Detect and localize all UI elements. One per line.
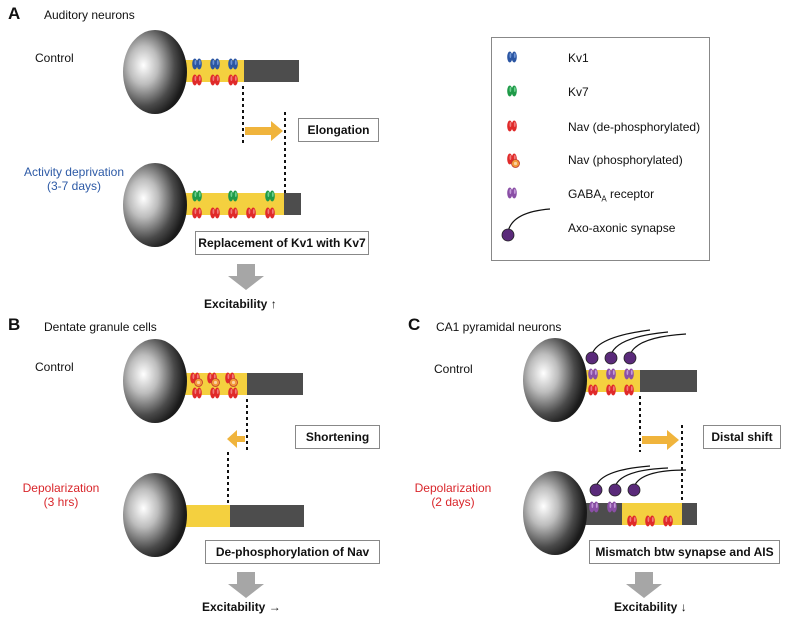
axon-b-depol (228, 505, 304, 527)
excitability-label-c: Excitability ↓ (614, 600, 687, 614)
control-label-b: Control (35, 360, 74, 374)
excitability-label-a: Excitability ↑ (204, 297, 277, 311)
condition-line-1: Depolarization (414, 481, 492, 495)
axon-a-control (240, 60, 299, 82)
panel-a-letter: A (8, 4, 21, 23)
mechanism-box-a: Replacement of Kv1 with Kv7 (195, 231, 369, 255)
axon-b-control (245, 373, 303, 395)
soma-c-control (523, 338, 587, 422)
ais-a-deprived (182, 193, 284, 215)
legend-kv7: Kv7 (568, 85, 589, 99)
excitability-arrow-a (228, 264, 264, 290)
excitability-arrow-c (626, 572, 662, 598)
mechanism-box-b: De-phosphorylation of Nav (205, 540, 380, 564)
condition-line-2: (2 days) (431, 495, 475, 509)
synapse-bouton-icon (501, 228, 515, 242)
elongation-arrow (245, 121, 283, 141)
shortening-box: Shortening (295, 425, 380, 449)
ais-b-depol (182, 505, 230, 527)
soma-a-deprived (123, 163, 187, 247)
synapse-bouton (585, 351, 599, 365)
depolarization-label-c: Depolarization (2 days) (410, 481, 496, 509)
axo-axonic-synapse (633, 469, 687, 488)
panel-b-letter: B (8, 315, 21, 334)
mechanism-box-c: Mismatch btw synapse and AIS (589, 540, 780, 564)
gaba-text: GABA (568, 187, 602, 201)
gaba-suffix: receptor (606, 187, 655, 201)
soma-c-depol (523, 471, 587, 555)
legend-synapse: Axo-axonic synapse (568, 221, 676, 235)
soma-b-control (123, 339, 187, 423)
excitability-label-b: Excitability → (202, 600, 281, 614)
axon-c-control (638, 370, 697, 392)
excitability-arrow-b (228, 572, 264, 598)
legend-kv1: Kv1 (568, 51, 589, 65)
control-neuron-a (123, 30, 299, 114)
axon-a-deprived (282, 193, 301, 215)
panel-b (123, 339, 304, 598)
axon-c-depol-distal (680, 503, 697, 525)
synapse-bouton (589, 483, 603, 497)
depolarized-neuron-c (523, 465, 697, 555)
panel-c-title: CA1 pyramidal neurons (436, 320, 562, 334)
panel-b-title: Dentate granule cells (44, 320, 157, 334)
depolarization-label-b: Depolarization (3 hrs) (18, 481, 104, 509)
distal-shift-box: Distal shift (703, 425, 781, 449)
condition-line-1: Activity deprivation (23, 165, 125, 179)
elongation-box: Elongation (298, 118, 379, 142)
axo-axonic-synapse (591, 329, 651, 356)
legend-nav-dephos: Nav (de-phosphorylated) (568, 120, 701, 134)
soma-b-depol (123, 473, 187, 557)
synapse-bouton (608, 483, 622, 497)
control-label-a: Control (35, 51, 74, 65)
gaba-subscript: A (601, 194, 607, 204)
depolarized-neuron-b (123, 473, 304, 557)
synapse-bouton (627, 483, 641, 497)
legend-nav-phos: Nav (phosphorylated) (568, 153, 683, 167)
legend-box: Kv1 Kv7 Nav (de-phosphorylated) Nav (pho… (491, 37, 710, 261)
panel-c (523, 329, 697, 598)
condition-line-2: (3 hrs) (43, 495, 79, 509)
legend-gaba: GABAA receptor (568, 187, 654, 203)
soma-a-control (123, 30, 187, 114)
panel-a (123, 30, 301, 290)
activity-deprivation-label: Activity deprivation (3-7 days) (16, 165, 132, 193)
panel-a-title: Auditory neurons (44, 8, 135, 22)
deprived-neuron-a (123, 163, 301, 247)
condition-line-1: Depolarization (22, 481, 100, 495)
axo-axonic-synapse (595, 465, 651, 488)
synapse-bouton (604, 351, 618, 365)
control-neuron-b (123, 339, 303, 423)
condition-line-2: (3-7 days) (46, 179, 102, 193)
control-label-c: Control (434, 362, 473, 376)
panel-c-letter: C (408, 315, 421, 334)
control-neuron-c (523, 329, 697, 422)
shortening-arrow (227, 430, 245, 448)
distal-shift-arrow (642, 430, 679, 450)
synapse-bouton (623, 351, 637, 365)
legend-icons (501, 51, 551, 242)
